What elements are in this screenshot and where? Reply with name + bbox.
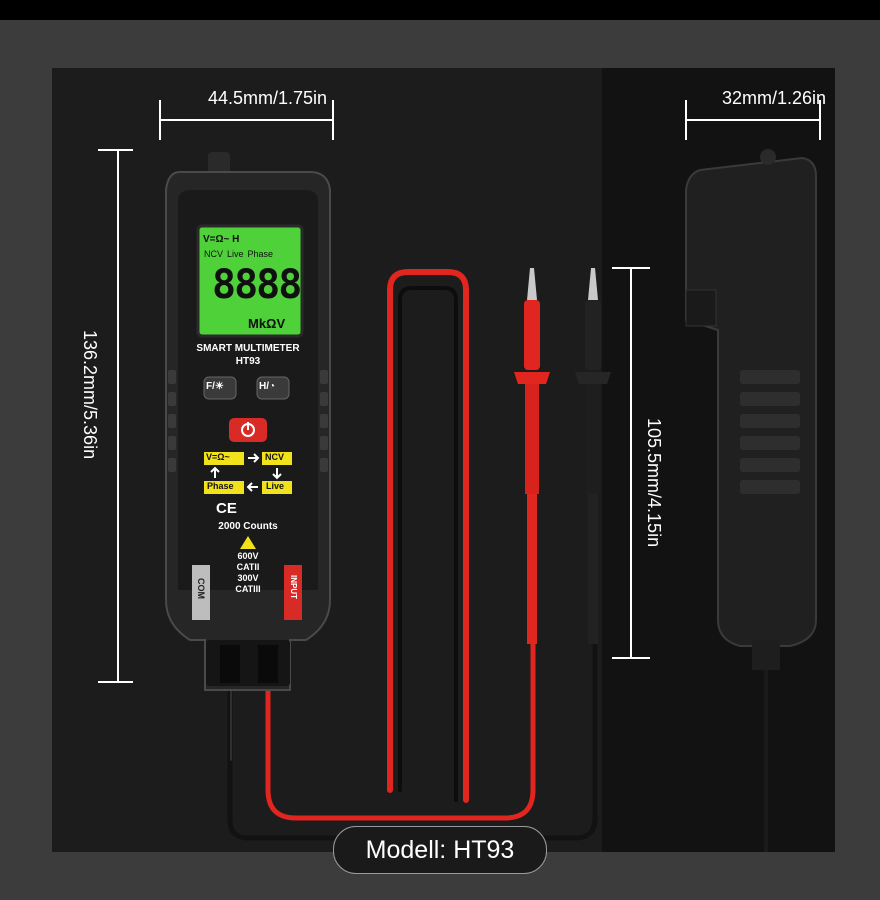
lcd-mode-row: NCV Live Phase — [204, 249, 273, 259]
black-probe — [575, 268, 611, 644]
lcd-mode-live: Live — [227, 249, 244, 259]
safety-rating: 600V CATII 300V CATIII — [216, 551, 280, 595]
input-jack-label: INPUT — [289, 575, 298, 599]
dimension-width-side: 32mm/1.26in — [722, 88, 827, 108]
com-jack-label: COM — [196, 578, 206, 599]
device-name: SMART MULTIMETER — [196, 343, 300, 354]
ce-mark: CE — [216, 500, 237, 517]
dimension-height-body: 136.2mm/5.36in — [80, 330, 100, 460]
rating-cat3: CATIII — [235, 584, 261, 594]
top-black-bar — [0, 0, 880, 20]
model-caption: Modell: HT93 — [333, 826, 547, 874]
lcd-units: MkΩV — [248, 316, 286, 331]
mode-label-v: V=Ω~ — [206, 452, 230, 462]
mode-label-live: Live — [266, 481, 285, 491]
rating-600v: 600V — [237, 551, 259, 561]
lcd-mode-ncv: NCV — [204, 249, 224, 259]
function-button: F/☀ — [206, 381, 224, 392]
dimension-height-probe: 105.5mm/4.15in — [644, 418, 664, 548]
counts-label: 2000 Counts — [218, 521, 278, 532]
rating-300v: 300V — [237, 573, 259, 583]
lcd-digits: 8888 — [212, 262, 302, 308]
dimension-lines — [98, 100, 821, 683]
mode-label-phase: Phase — [207, 481, 234, 491]
rating-cat2: CATII — [236, 562, 260, 572]
dimension-width-front: 44.5mm/1.75in — [208, 88, 328, 108]
red-probe — [514, 268, 550, 644]
hold-button: H/◔ — [259, 381, 276, 392]
lcd-mode-phase: Phase — [247, 249, 274, 259]
multimeter-front — [165, 152, 331, 691]
device-model: HT93 — [235, 356, 261, 367]
mode-label-ncv: NCV — [265, 452, 285, 462]
lcd-top-symbols: V=Ω~ H — [203, 234, 240, 245]
multimeter-side — [685, 149, 817, 852]
